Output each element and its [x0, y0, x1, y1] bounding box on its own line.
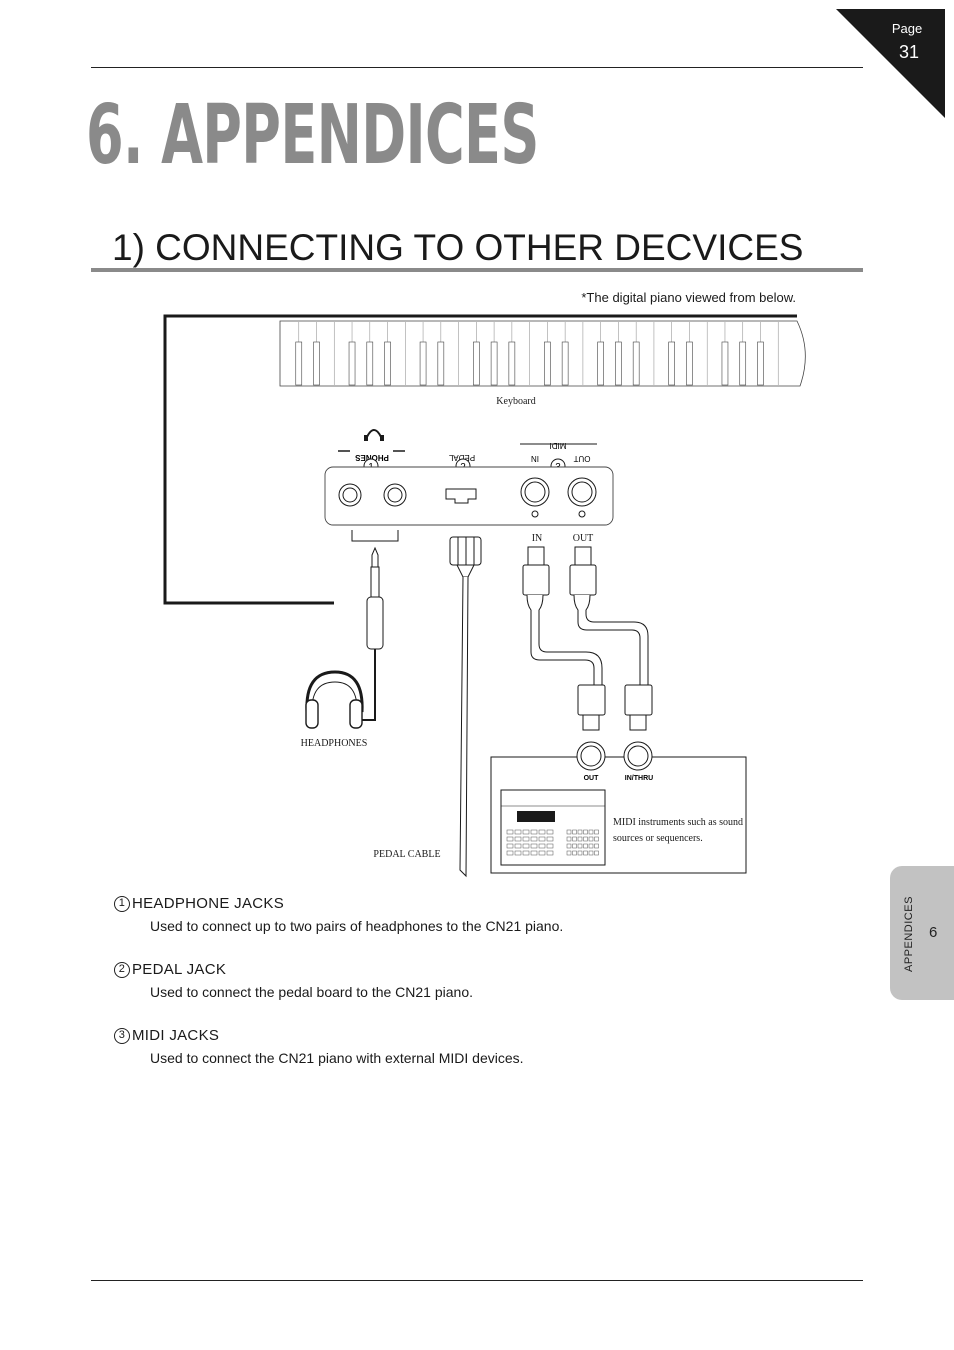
page-label: Page: [891, 21, 923, 36]
item-description: Used to connect the CN21 piano with exte…: [150, 1050, 524, 1066]
item-pedal-jack: 2 PEDAL JACK Used to connect the pedal b…: [114, 961, 854, 1000]
section-title-underline: [91, 268, 863, 272]
panel-midi-out-label: OUT: [573, 454, 590, 463]
pedal-label: PEDAL: [448, 453, 475, 462]
device-in-thru-label: IN/THRU: [625, 775, 653, 782]
midi-instruments-line2: sources or sequencers.: [613, 833, 703, 844]
item-number: 2: [114, 961, 130, 978]
phone-jack-1: [338, 483, 362, 507]
sound-module-icon: [500, 789, 606, 866]
page-number: 31: [898, 42, 920, 62]
header-rule: [91, 67, 863, 68]
side-tab-label: APPENDICES: [903, 896, 915, 972]
footer-rule: [91, 1280, 863, 1281]
item-midi-jacks: 3 MIDI JACKS Used to connect the CN21 pi…: [114, 1027, 854, 1066]
item-description: Used to connect up to two pairs of headp…: [150, 918, 564, 934]
device-out-port: [576, 741, 606, 771]
connection-diagram: Keyboard PHONES PEDAL MIDI IN OUT 1 2 3: [163, 314, 806, 878]
pedal-cable-label: PEDAL CABLE: [373, 849, 440, 860]
panel-midi-in-label: IN: [531, 454, 539, 463]
item-title: MIDI JACKS: [132, 1027, 220, 1044]
headphone-symbol-icon: [364, 429, 384, 441]
connector-panel: [324, 466, 614, 526]
midi-out-jack: [567, 477, 597, 518]
headphones-icon: [305, 670, 364, 729]
cable-out-label: OUT: [573, 533, 594, 544]
pedal-cable: [449, 536, 482, 878]
midi-instruments-line1: MIDI instruments such as sound: [613, 817, 743, 828]
section-title: 1) CONNECTING TO OTHER DECVICES: [112, 227, 804, 268]
item-description: Used to connect the pedal board to the C…: [150, 984, 473, 1000]
chapter-side-tab[interactable]: [890, 866, 954, 1000]
phones-label: PHONES: [354, 453, 388, 462]
phone-jack-2: [383, 483, 407, 507]
device-in-thru-port: [623, 741, 653, 771]
pedal-jack: [445, 488, 477, 504]
device-out-label: OUT: [584, 775, 600, 782]
cable-in-label: IN: [532, 533, 543, 544]
item-headphone-jacks: 1 HEADPHONE JACKS Used to connect up to …: [114, 895, 854, 934]
item-number: 1: [114, 895, 130, 912]
side-tab-number: 6: [929, 924, 938, 941]
headphones-label: HEADPHONES: [301, 738, 368, 749]
piano-body-outline: [163, 314, 797, 605]
item-title: HEADPHONE JACKS: [132, 895, 285, 912]
midi-cable-out: [569, 546, 653, 731]
chapter-title: 6. APPENDICES: [86, 88, 539, 183]
view-note: *The digital piano viewed from below.: [581, 290, 796, 305]
midi-cable-in: [522, 546, 606, 731]
keyboard-label: Keyboard: [496, 396, 535, 407]
keyboard-icon: [279, 320, 806, 387]
midi-in-jack: [520, 477, 550, 518]
item-number: 3: [114, 1027, 130, 1044]
headphone-plug: [366, 546, 384, 650]
item-title: PEDAL JACK: [132, 961, 227, 978]
midi-label: MIDI: [550, 441, 567, 450]
